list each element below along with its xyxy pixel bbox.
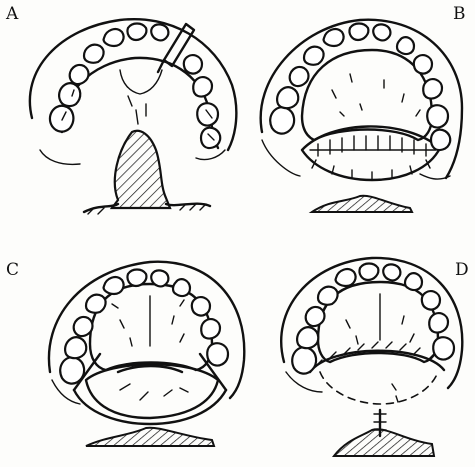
panel-b-drawing — [261, 20, 462, 212]
panel-d-drawing — [281, 258, 462, 456]
panel-a-drawing — [30, 19, 236, 214]
panel-c-drawing — [49, 262, 244, 446]
